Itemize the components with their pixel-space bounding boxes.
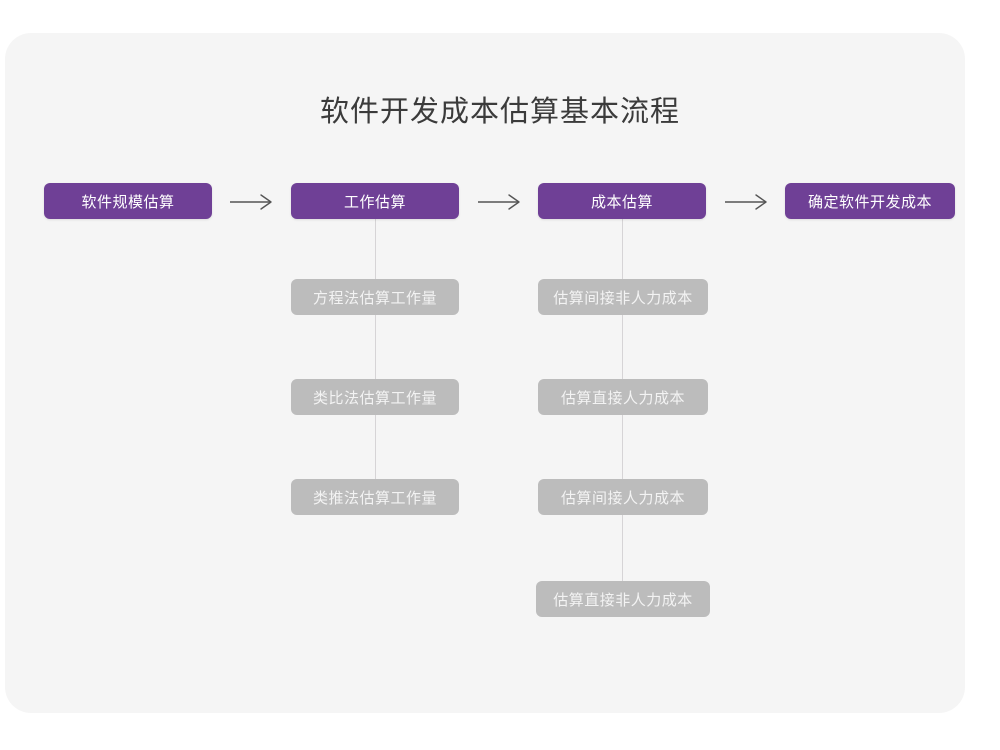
sub-step-box-direct-nonlabor-cost[interactable]: 估算直接非人力成本 (536, 581, 710, 617)
sub-step-label: 类比法估算工作量 (312, 389, 437, 407)
sub-step-box-inference-method[interactable]: 类推法估算工作量 (291, 479, 459, 515)
sub-step-label: 估算直接人力成本 (560, 389, 685, 407)
step-label: 软件规模估算 (81, 193, 175, 211)
sub-step-label: 方程法估算工作量 (312, 289, 437, 307)
step-label: 确定软件开发成本 (807, 193, 932, 211)
arrow-1-icon (228, 192, 278, 212)
page-title: 软件开发成本估算基本流程 (319, 96, 680, 128)
sub-step-label: 估算间接非人力成本 (553, 289, 693, 307)
arrow-3-icon (723, 192, 773, 212)
sub-step-label: 估算间接人力成本 (560, 489, 685, 507)
connector-line-work (375, 218, 376, 508)
sub-step-box-direct-labor-cost[interactable]: 估算直接人力成本 (538, 379, 708, 415)
sub-step-label: 类推法估算工作量 (312, 489, 437, 507)
card-background (5, 33, 965, 713)
step-box-cost-estimation[interactable]: 成本估算 (538, 183, 706, 219)
step-box-determine-dev-cost[interactable]: 确定软件开发成本 (785, 183, 955, 219)
step-box-software-scale-estimation[interactable]: 软件规模估算 (44, 183, 212, 219)
sub-step-box-equation-method[interactable]: 方程法估算工作量 (291, 279, 459, 315)
step-label: 成本估算 (590, 193, 653, 211)
step-box-work-estimation[interactable]: 工作估算 (291, 183, 459, 219)
arrow-2-icon (476, 192, 526, 212)
sub-step-box-indirect-labor-cost[interactable]: 估算间接人力成本 (538, 479, 708, 515)
sub-step-label: 估算直接非人力成本 (553, 591, 693, 609)
sub-step-box-indirect-nonlabor-cost[interactable]: 估算间接非人力成本 (538, 279, 708, 315)
step-label: 工作估算 (343, 193, 406, 211)
sub-step-box-analogy-method[interactable]: 类比法估算工作量 (291, 379, 459, 415)
